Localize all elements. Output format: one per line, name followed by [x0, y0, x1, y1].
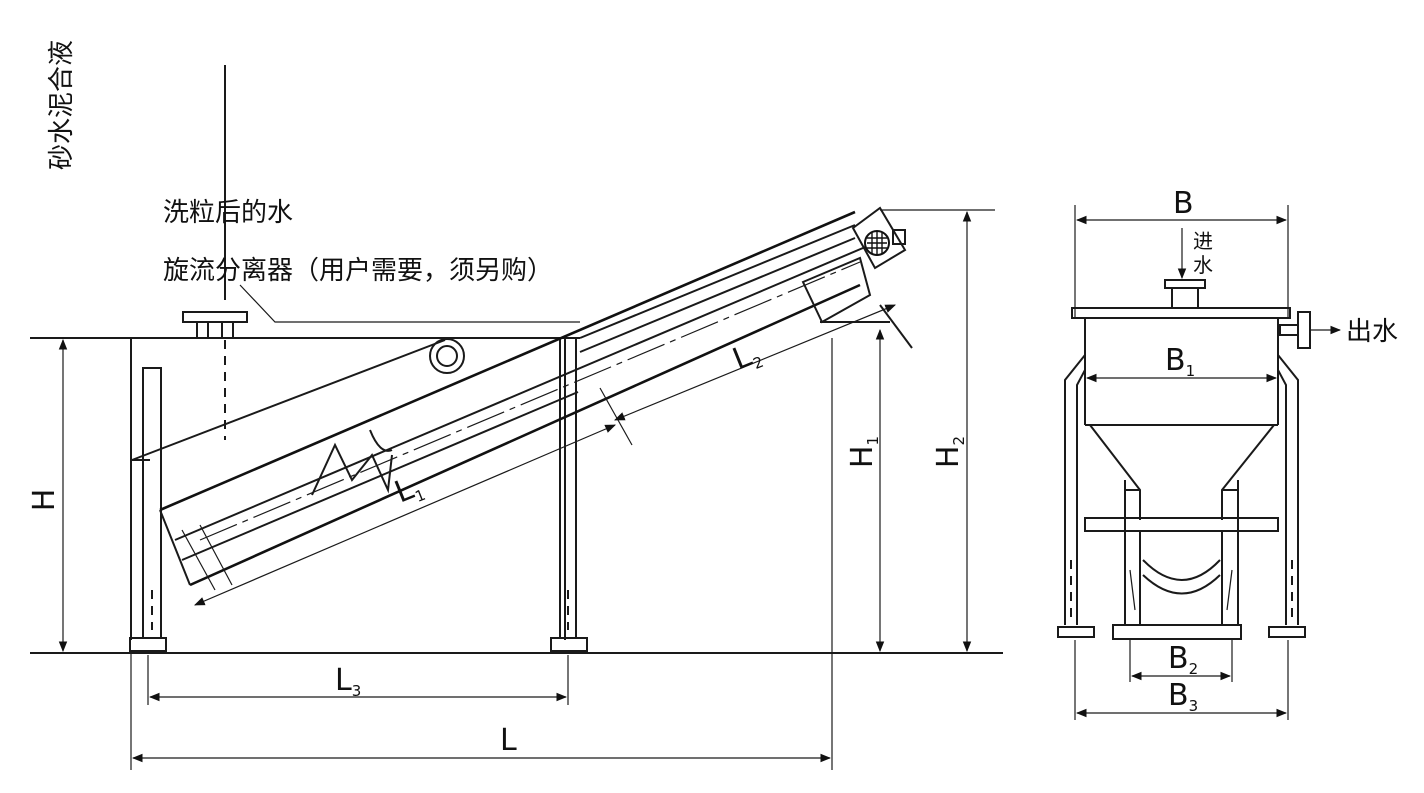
leg-left-outer — [1064, 354, 1086, 625]
leg-left-inner — [1076, 369, 1086, 625]
side-view: L1 L2 H H1 H2 L3 L 砂水泥合液 洗粒后的水 旋流分离器（用户需… — [27, 40, 1003, 770]
dim-L1-label: L1 — [390, 468, 428, 512]
inlet-flange — [182, 311, 248, 339]
dim-L3-label: L3 — [335, 663, 361, 700]
dim-L1-line — [194, 424, 616, 606]
dim-L1-ext — [599, 387, 633, 446]
tank-top-plate — [1071, 307, 1291, 319]
outlet-nozzle — [1279, 324, 1299, 336]
leg-right-inner — [1277, 369, 1287, 625]
overflow-port — [429, 338, 465, 374]
drive-head — [801, 206, 913, 349]
dim-B-label: B — [1173, 186, 1194, 221]
trough-u-outer — [1142, 559, 1221, 581]
dim-B3-label: B3 — [1168, 678, 1198, 715]
cyclone-leader — [239, 284, 580, 323]
tank-hopper-slope — [131, 339, 446, 461]
label-inlet-water-2: 水 — [1193, 253, 1213, 277]
foot-left — [1057, 626, 1095, 638]
inlet-nozzle-flange — [1164, 279, 1206, 289]
dim-L-label: L — [500, 723, 517, 758]
dim-B2-label: B2 — [1168, 641, 1198, 678]
dim-L2-line — [614, 304, 896, 421]
base-plate — [1112, 624, 1242, 640]
trough-u-inner — [1142, 574, 1221, 595]
label-inlet-mixture: 砂水泥合液 — [47, 40, 77, 170]
label-inlet-water-1: 进 — [1193, 229, 1213, 253]
dim-H-label: H — [27, 489, 62, 512]
end-view: B 进 水 出水 B1 — [1057, 186, 1398, 720]
dim-L2-label: L2 — [728, 335, 766, 379]
leg-right-outer — [1277, 354, 1299, 625]
hopper-left — [1089, 424, 1141, 520]
dim-H2-label: H2 — [931, 436, 968, 468]
cross-beam — [1084, 517, 1279, 532]
dim-B1-label: B1 — [1165, 343, 1195, 380]
inlet-nozzle — [1171, 287, 1199, 309]
dim-H1-label: H1 — [845, 436, 882, 468]
label-cyclone: 旋流分离器（用户需要，须另购） — [163, 256, 553, 286]
screw-flight-curve — [369, 429, 393, 452]
outlet-flange — [1297, 311, 1311, 349]
label-outlet-water: 出水 — [1346, 317, 1398, 347]
foot-right — [1268, 626, 1306, 638]
right-leg — [550, 337, 588, 652]
left-leg — [129, 367, 167, 652]
hopper-right — [1221, 424, 1275, 520]
label-washed-water: 洗粒后的水 — [163, 198, 293, 228]
